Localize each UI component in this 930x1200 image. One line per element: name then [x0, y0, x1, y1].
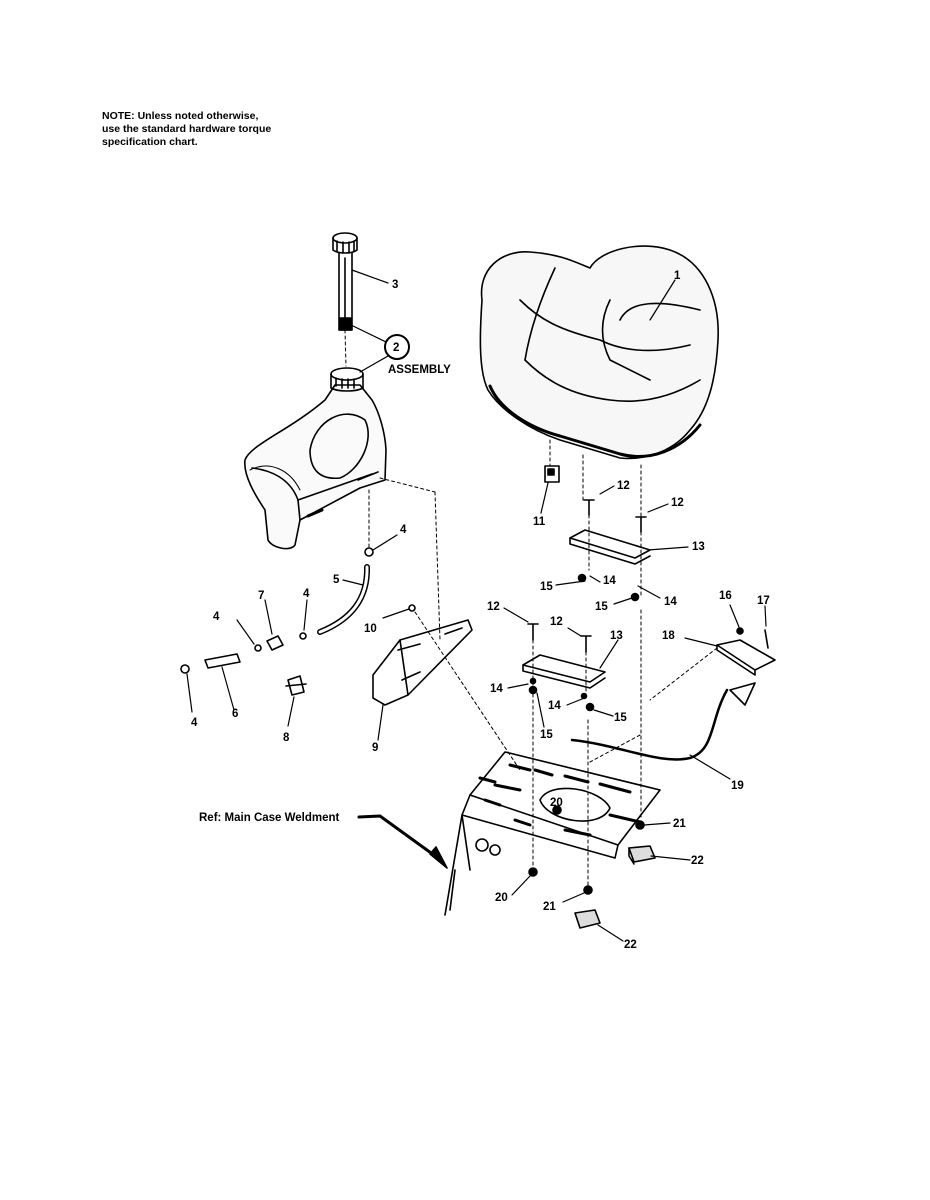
note-line-2: use the standard hardware torque: [102, 123, 272, 135]
callout-20-a: 20: [550, 797, 563, 809]
ref-main-case-label: Ref: Main Case Weldment: [199, 812, 340, 824]
callout-4-c: 4: [213, 611, 220, 623]
callout-5: 5: [333, 574, 340, 586]
callout-14-c: 14: [490, 683, 503, 695]
callout-1: 1: [674, 270, 681, 282]
leader-lines: [186, 269, 767, 942]
callout-14-d: 14: [548, 700, 561, 712]
callout-3: 3: [392, 279, 398, 291]
main-case-weldment: [444, 751, 661, 916]
callout-13-a: 13: [692, 541, 705, 553]
callout-17: 17: [757, 595, 770, 607]
callout-14-a: 14: [603, 575, 616, 587]
assembly-circle: [384, 334, 410, 360]
callout-2: 2: [393, 342, 399, 354]
callout-22-a: 22: [691, 855, 704, 867]
lever-bracket: [716, 629, 776, 706]
fuel-tank: [244, 367, 387, 550]
callout-4-a: 4: [400, 524, 407, 536]
ref-arrow: [357, 814, 448, 869]
callout-14-b: 14: [664, 596, 677, 608]
callout-12-c: 12: [487, 601, 500, 613]
callout-21-a: 21: [673, 818, 686, 830]
knobs: [574, 845, 656, 929]
callout-12-b: 12: [671, 497, 684, 509]
fuel-line-hardware: [180, 547, 374, 696]
callout-19: 19: [731, 780, 744, 792]
callout-10: 10: [364, 623, 377, 635]
callout-16: 16: [719, 590, 732, 602]
callout-15-b: 15: [595, 601, 608, 613]
callout-11: 11: [533, 516, 546, 528]
assembly-lines: [344, 329, 718, 889]
note-line-3: specification chart.: [102, 136, 198, 148]
note-line-1: NOTE: Unless noted otherwise,: [102, 110, 259, 122]
nuts-lower: [528, 805, 645, 895]
callout-15-c: 15: [614, 712, 627, 724]
callout-4-d: 4: [191, 717, 198, 729]
nuts-washers: [528, 573, 744, 712]
callout-9: 9: [372, 742, 378, 754]
bolts: [527, 499, 647, 653]
fuel-gauge: [332, 232, 358, 331]
callout-12-a: 12: [617, 480, 630, 492]
tank-bracket: [372, 604, 473, 706]
callout-6: 6: [232, 708, 238, 720]
callout-12-d: 12: [550, 616, 563, 628]
seat: [479, 245, 719, 460]
callout-assembly: ASSEMBLY: [388, 364, 451, 376]
callout-22-b: 22: [624, 939, 637, 951]
callout-4-b: 4: [303, 588, 310, 600]
callout-18: 18: [662, 630, 675, 642]
seat-cable: [570, 688, 729, 761]
callout-20-b: 20: [495, 892, 508, 904]
torque-note: NOTE: Unless noted otherwise, use the st…: [102, 110, 362, 149]
callout-21-b: 21: [543, 901, 556, 913]
callout-8: 8: [283, 732, 290, 744]
callout-13-b: 13: [610, 630, 623, 642]
callout-15-d: 15: [540, 729, 553, 741]
seat-slides: [522, 529, 651, 689]
callout-15-a: 15: [540, 581, 553, 593]
callout-7: 7: [258, 590, 264, 602]
seat-switch: [544, 465, 560, 483]
